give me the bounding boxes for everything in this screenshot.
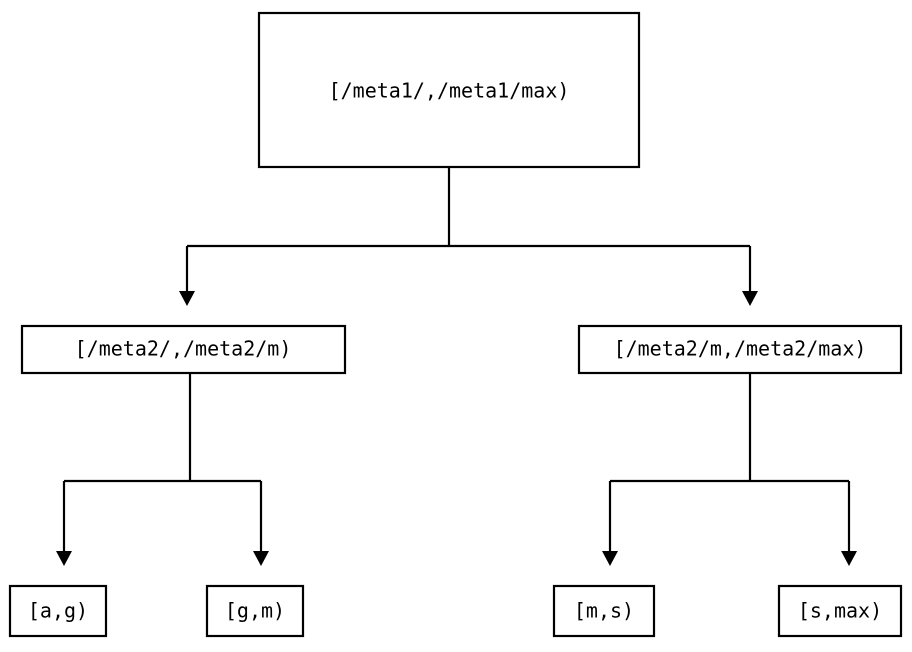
node-root-box[interactable] — [257, 11, 641, 169]
edge-group-root — [179, 167, 758, 306]
node-leaf-g-m-box[interactable] — [205, 584, 305, 638]
node-l1-left[interactable]: [/meta2/,/meta2/m) — [20, 324, 347, 375]
node-leaf-a-g-box[interactable] — [8, 584, 108, 638]
node-leaf-a-g[interactable]: [a,g) — [8, 584, 108, 638]
arrow-head-l1right-to-ms — [602, 551, 618, 566]
arrow-head-l1right-to-smax — [841, 551, 857, 566]
node-leaf-g-m[interactable]: [g,m) — [205, 584, 305, 638]
node-root-label: [/meta1/,/meta1/max) — [329, 79, 570, 103]
node-leaf-s-max[interactable]: [s,max) — [777, 584, 903, 638]
arrow-head-l1left-to-ag — [56, 551, 72, 566]
node-l1-left-box[interactable] — [20, 324, 347, 375]
node-l1-right[interactable]: [/meta2/m,/meta2/max) — [577, 324, 903, 375]
node-leaf-g-m-label: [g,m) — [225, 599, 285, 623]
node-l1-left-label: [/meta2/,/meta2/m) — [75, 337, 292, 361]
arrow-head-l1left-to-gm — [253, 551, 269, 566]
node-leaf-m-s[interactable]: [m,s) — [552, 584, 656, 638]
edge-group-right-subtree — [602, 374, 857, 566]
arrow-head-root-to-right — [742, 291, 758, 306]
node-leaf-s-max-label: [s,max) — [798, 599, 882, 623]
node-l1-right-box[interactable] — [577, 324, 903, 375]
node-root[interactable]: [/meta1/,/meta1/max) — [257, 11, 641, 169]
arrow-head-root-to-left — [179, 291, 195, 306]
node-l1-right-label: [/meta2/m,/meta2/max) — [614, 337, 867, 361]
node-leaf-a-g-label: [a,g) — [28, 599, 88, 623]
node-leaf-s-max-box[interactable] — [777, 584, 903, 638]
node-leaf-m-s-box[interactable] — [552, 584, 656, 638]
node-leaf-m-s-label: [m,s) — [574, 599, 634, 623]
edge-group-left-subtree — [56, 374, 269, 566]
